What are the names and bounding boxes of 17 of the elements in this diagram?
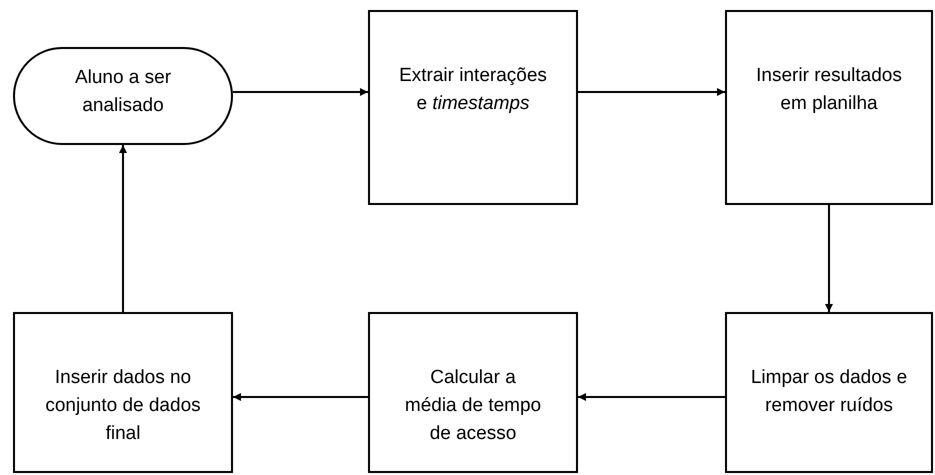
node-label: Inserir dados no conjunto de dados final — [44, 366, 202, 446]
arrow — [233, 393, 368, 401]
arrow — [578, 88, 725, 96]
arrow — [578, 393, 725, 401]
arrow — [233, 88, 368, 96]
node-label: Limpar os dados e remover ruídos — [750, 366, 908, 418]
process-box — [725, 10, 933, 205]
arrow — [119, 145, 127, 312]
node-label: Aluno a ser analisado — [74, 66, 172, 118]
process-box — [725, 312, 933, 473]
node-label: Extrair interações e timestamps — [398, 64, 548, 116]
process-box — [368, 10, 578, 205]
node-label: Calcular a média de tempo de acesso — [404, 366, 542, 446]
arrow — [825, 205, 833, 312]
node-label: Inserir resultados em planilha — [755, 64, 903, 116]
process-box — [368, 312, 578, 473]
process-box — [13, 312, 233, 473]
